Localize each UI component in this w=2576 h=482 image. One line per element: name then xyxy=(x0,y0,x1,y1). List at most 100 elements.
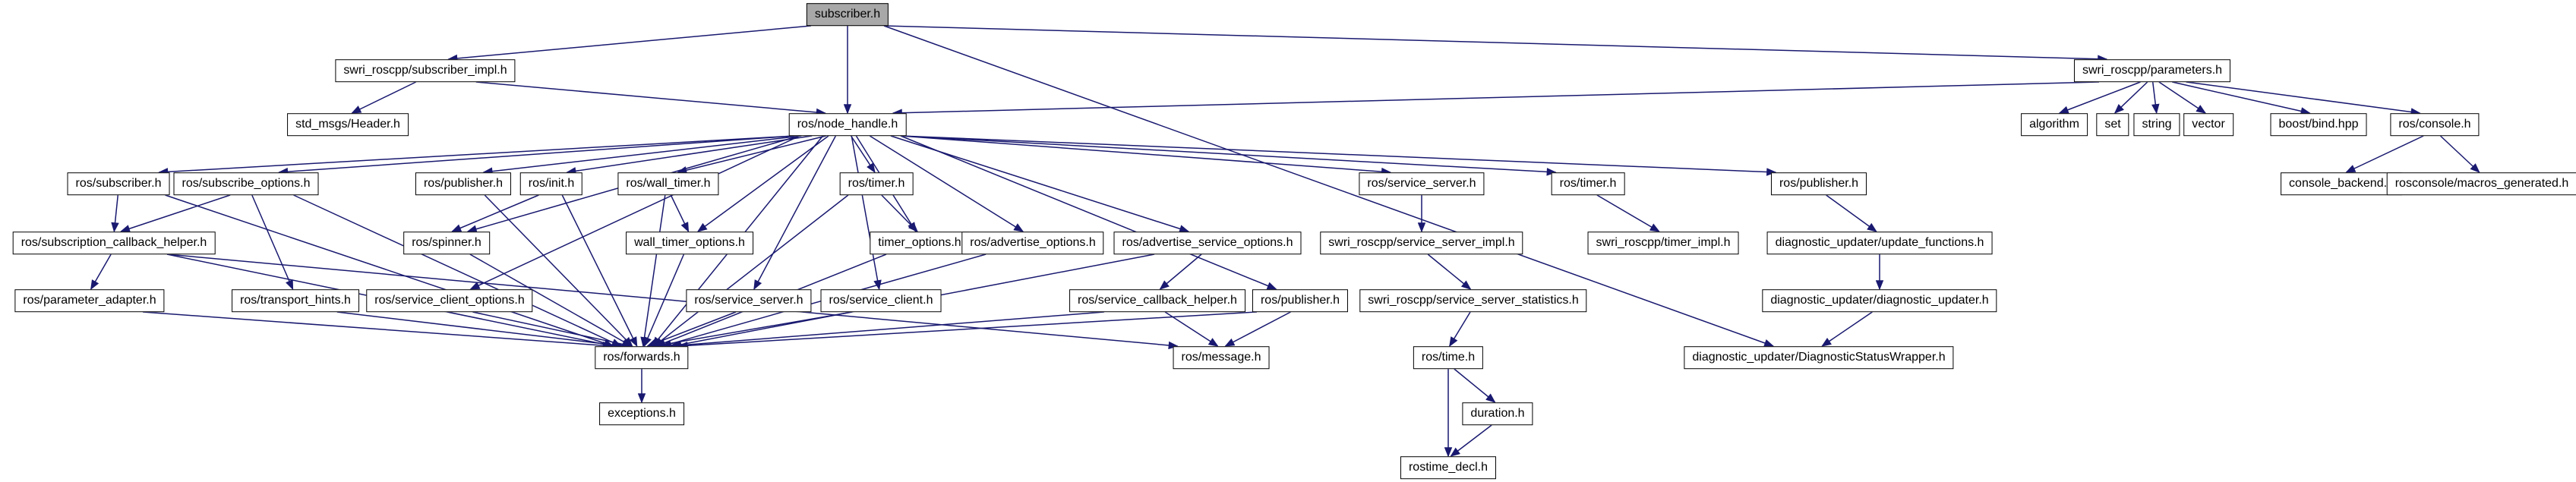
graph-edge-timer-r-to-timer-impl xyxy=(1596,194,1660,232)
graph-node-node-handle[interactable]: ros/node_handle.h xyxy=(788,113,907,136)
graph-node-subscriber-impl[interactable]: swri_roscpp/subscriber_impl.h xyxy=(335,59,516,82)
graph-edge-service-cb-helper-to-forwards xyxy=(668,311,1105,350)
graph-edge-spinner-to-forwards xyxy=(469,254,633,347)
graph-edge-node-handle-to-publisher-r xyxy=(900,135,1777,176)
graph-node-adv-service-options[interactable]: ros/advertise_service_options.h xyxy=(1113,232,1302,254)
graph-edge-duration-to-rostime-decl xyxy=(1450,424,1492,457)
graph-node-service-client-options[interactable]: ros/service_client_options.h xyxy=(366,289,533,312)
graph-edge-subscriber-h-to-subscriber-impl xyxy=(447,25,812,63)
graph-node-macros-generated[interactable]: rosconsole/macros_generated.h xyxy=(2386,172,2576,195)
graph-edge-time-to-duration xyxy=(1454,368,1496,403)
graph-edge-subscriber-h-to-status-wrapper xyxy=(883,25,1775,347)
graph-edge-parameters-to-algorithm xyxy=(2058,81,2141,114)
graph-node-rostime-decl[interactable]: rostime_decl.h xyxy=(1400,456,1497,479)
graph-node-service-server-r[interactable]: ros/service_server.h xyxy=(1359,172,1485,195)
graph-edge-subscriber-impl-to-node-handle xyxy=(475,81,826,117)
graph-node-status-wrapper[interactable]: diagnostic_updater/DiagnosticStatusWrapp… xyxy=(1684,346,1954,369)
graph-edge-parameters-to-string xyxy=(2151,81,2160,115)
graph-node-timer-l[interactable]: ros/timer.h xyxy=(839,172,914,195)
graph-edge-node-handle-to-init xyxy=(566,135,813,175)
graph-node-service-server-stats[interactable]: swri_roscpp/service_server_statistics.h xyxy=(1359,289,1587,312)
graph-node-spinner[interactable]: ros/spinner.h xyxy=(403,232,490,254)
graph-node-parameters[interactable]: swri_roscpp/parameters.h xyxy=(2073,59,2231,82)
graph-node-vector[interactable]: vector xyxy=(2183,113,2233,136)
graph-edge-service-server-impl-to-service-server-stats xyxy=(1427,254,1472,290)
graph-edge-service-client-to-forwards xyxy=(653,311,853,349)
graph-node-time[interactable]: ros/time.h xyxy=(1413,346,1484,369)
graph-edge-wall-timer-to-forwards xyxy=(640,194,666,348)
graph-edge-ros-subscriber-to-forwards xyxy=(165,194,614,348)
graph-node-string[interactable]: string xyxy=(2133,113,2180,136)
graph-node-subscribe-options[interactable]: ros/subscribe_options.h xyxy=(173,172,319,195)
graph-node-sub-cb-helper[interactable]: ros/subscription_callback_helper.h xyxy=(12,232,216,254)
graph-edge-adv-service-options-to-service-cb-helper xyxy=(1159,254,1202,290)
graph-edge-service-server-stats-to-time xyxy=(1449,311,1471,348)
graph-edge-init-to-forwards xyxy=(561,194,638,348)
graph-edge-diagnostic-updater-to-status-wrapper xyxy=(1821,311,1873,347)
graph-edge-node-handle-to-service-server-2 xyxy=(753,135,837,291)
graph-edge-wall-timer-options-to-forwards xyxy=(643,254,685,348)
graph-node-init[interactable]: ros/init.h xyxy=(519,172,583,195)
graph-edge-publisher-l-to-forwards xyxy=(484,194,633,347)
graph-edge-node-handle-to-timer-r xyxy=(900,135,1557,176)
graph-edge-node-handle-to-wall-timer-options xyxy=(696,135,829,232)
graph-node-algorithm[interactable]: algorithm xyxy=(2021,113,2088,136)
graph-node-advertise-options[interactable]: ros/advertise_options.h xyxy=(961,232,1104,254)
graph-edge-subscriber-impl-to-header-h xyxy=(351,81,417,114)
graph-edge-subscribe-options-to-forwards xyxy=(293,194,622,347)
graph-node-console-backend[interactable]: console_backend.h xyxy=(2281,172,2402,195)
graph-edge-timer-l-to-timer-options xyxy=(881,194,918,232)
graph-node-boost-bind[interactable]: boost/bind.hpp xyxy=(2270,113,2367,136)
graph-node-timer-r[interactable]: ros/timer.h xyxy=(1551,172,1625,195)
graph-node-service-server-impl[interactable]: swri_roscpp/service_server_impl.h xyxy=(1320,232,1523,254)
graph-edge-node-handle-to-publisher-l xyxy=(482,135,802,175)
graph-edge-parameters-to-vector xyxy=(2158,81,2207,114)
graph-edge-service-client-options-to-forwards xyxy=(472,311,633,348)
graph-node-publisher-l[interactable]: ros/publisher.h xyxy=(415,172,512,195)
graph-edge-service-cb-helper-to-message xyxy=(1164,311,1219,347)
graph-node-publisher-r[interactable]: ros/publisher.h xyxy=(1770,172,1867,195)
graph-node-publisher-3[interactable]: ros/publisher.h xyxy=(1252,289,1349,312)
graph-edge-parameters-to-boost-bind xyxy=(2172,81,2311,115)
graph-edge-service-server-2-to-forwards xyxy=(646,311,737,347)
graph-edge-parameters-to-console xyxy=(2186,81,2421,116)
graph-edge-sub-cb-helper-to-parameter-adapter xyxy=(90,254,112,291)
graph-edge-node-handle-to-service-server-r xyxy=(900,135,1392,176)
graph-node-wall-timer[interactable]: ros/wall_timer.h xyxy=(617,172,719,195)
graph-node-parameter-adapter[interactable]: ros/parameter_adapter.h xyxy=(14,289,165,312)
graph-node-subscriber-h[interactable]: subscriber.h xyxy=(806,3,889,26)
graph-node-wall-timer-options[interactable]: wall_timer_options.h xyxy=(626,232,753,254)
graph-node-timer-options[interactable]: timer_options.h xyxy=(870,232,970,254)
graph-node-forwards[interactable]: ros/forwards.h xyxy=(595,346,689,369)
graph-node-service-client[interactable]: ros/service_client.h xyxy=(820,289,942,312)
graph-edge-subscriber-h-to-parameters xyxy=(883,25,2108,63)
graph-edge-publisher-3-to-message xyxy=(1224,311,1291,347)
graph-node-diagnostic-updater[interactable]: diagnostic_updater/diagnostic_updater.h xyxy=(1762,289,1997,312)
graph-edge-node-handle-to-subscribe-options xyxy=(278,135,795,176)
graph-edge-console-to-macros-generated xyxy=(2439,135,2480,173)
graph-edge-publisher-r-to-update-functions xyxy=(1826,194,1877,232)
graph-edge-sub-cb-helper-to-message xyxy=(166,254,1179,350)
graph-node-service-server-2[interactable]: ros/service_server.h xyxy=(686,289,812,312)
graph-node-transport-hints[interactable]: ros/transport_hints.h xyxy=(232,289,359,312)
graph-node-ros-subscriber[interactable]: ros/subscriber.h xyxy=(67,172,170,195)
graph-edge-wall-timer-to-wall-timer-options xyxy=(670,194,690,233)
graph-node-duration[interactable]: duration.h xyxy=(1462,402,1533,425)
graph-node-service-cb-helper[interactable]: ros/service_callback_helper.h xyxy=(1069,289,1245,312)
graph-node-header-h[interactable]: std_msgs/Header.h xyxy=(287,113,409,136)
graph-edge-node-handle-to-ros-subscriber xyxy=(158,135,795,176)
graph-edge-ros-subscriber-to-sub-cb-helper xyxy=(111,194,119,233)
graph-node-update-functions[interactable]: diagnostic_updater/update_functions.h xyxy=(1766,232,1993,254)
graph-edge-parameters-to-set xyxy=(2114,81,2148,114)
graph-edge-parameter-adapter-to-forwards xyxy=(142,311,613,350)
graph-node-set[interactable]: set xyxy=(2096,113,2129,136)
graph-edge-node-handle-to-timer-l xyxy=(850,135,876,174)
graph-node-exceptions[interactable]: exceptions.h xyxy=(599,402,684,425)
graph-edge-node-handle-to-service-client-options xyxy=(469,135,800,290)
graph-edge-timer-l-to-forwards xyxy=(653,194,849,347)
graph-node-timer-impl[interactable]: swri_roscpp/timer_impl.h xyxy=(1587,232,1739,254)
graph-node-console[interactable]: ros/console.h xyxy=(2390,113,2480,136)
graph-node-message[interactable]: ros/message.h xyxy=(1173,346,1270,369)
